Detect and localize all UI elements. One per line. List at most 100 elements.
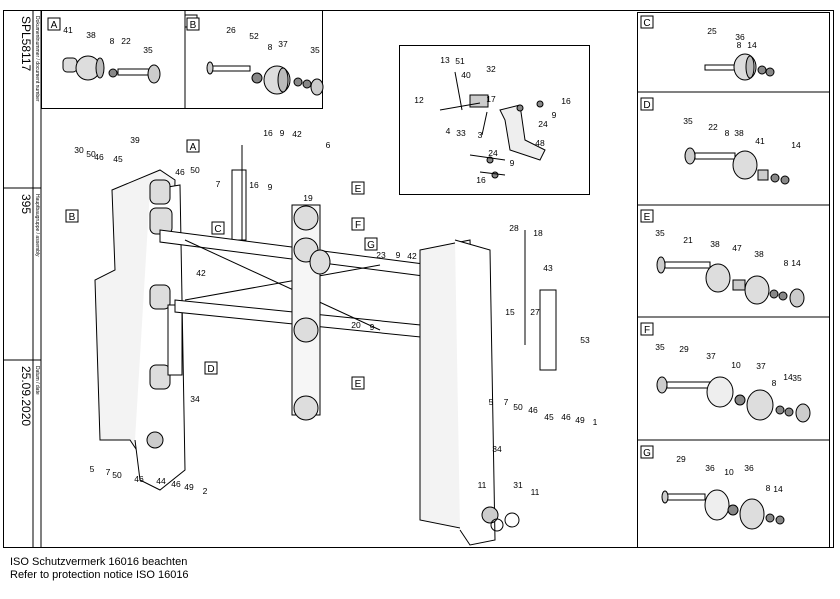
part-number-label: 3 (478, 130, 483, 140)
part-number-label: 14 (791, 258, 801, 268)
part-number-label: 14 (747, 40, 757, 50)
part-number-label: 35 (310, 45, 320, 55)
part-number-label: 35 (683, 116, 693, 126)
part-number-label: 36 (735, 32, 745, 42)
part-number-label: 42 (407, 251, 417, 261)
part-number-label: 8 (766, 483, 771, 493)
part-number-label: 45 (113, 154, 123, 164)
part-number-label: 8 (772, 378, 777, 388)
part-number-label: 14 (791, 140, 801, 150)
part-number-label: 40 (461, 70, 471, 80)
callout-a: A (47, 17, 61, 31)
part-number-label: 16 (249, 180, 259, 190)
callout-letter: G (367, 240, 375, 251)
part-number-label: 46 (171, 479, 181, 489)
part-number-label: 46 (134, 474, 144, 484)
part-number-label: 49 (184, 482, 194, 492)
detail-column-right (637, 12, 830, 548)
part-number-label: 46 (175, 167, 185, 177)
part-number-label: 29 (679, 344, 689, 354)
part-number-label: 35 (655, 228, 665, 238)
part-number-label: 24 (488, 148, 498, 158)
part-number-label: 22 (121, 36, 131, 46)
part-number-label: 31 (513, 480, 523, 490)
document-number-label: Dokumentnummer / document number (34, 16, 40, 102)
drawing-frame (3, 10, 834, 548)
part-number-label: 27 (530, 307, 540, 317)
part-number-label: 50 (86, 149, 96, 159)
part-number-label: 41 (63, 25, 73, 35)
part-number-label: 36 (705, 463, 715, 473)
part-number-label: 23 (376, 250, 386, 260)
part-number-label: 42 (196, 268, 206, 278)
callout-letter: A (190, 142, 197, 153)
part-number-label: 20 (351, 320, 361, 330)
part-number-label: 7 (106, 467, 111, 477)
document-date: 25.09.2020 (19, 366, 33, 426)
callout-letter: C (214, 224, 221, 235)
part-number-label: 8 (784, 258, 789, 268)
assembly-number: 395 (19, 194, 33, 214)
part-number-label: 5 (489, 397, 494, 407)
callout-d: D (204, 361, 218, 375)
part-number-label: 10 (724, 467, 734, 477)
part-number-label: 11 (531, 487, 540, 497)
part-number-label: 8 (725, 128, 730, 138)
callout-letter: G (643, 448, 651, 459)
callout-letter: F (644, 325, 650, 336)
callout-letter: E (644, 212, 651, 223)
part-number-label: 16 (561, 96, 571, 106)
part-number-label: 50 (190, 165, 200, 175)
callout-c: C (640, 15, 654, 29)
part-number-label: 14 (773, 484, 783, 494)
callout-b: B (65, 209, 79, 223)
part-number-label: 52 (249, 31, 259, 41)
document-number: SPL58117 (19, 16, 33, 71)
part-number-label: 38 (86, 30, 96, 40)
part-number-label: 16 (263, 128, 273, 138)
part-number-label: 9 (370, 322, 375, 332)
part-number-label: 10 (731, 360, 741, 370)
part-number-label: 30 (74, 145, 84, 155)
part-number-label: 35 (655, 342, 665, 352)
detail-boxes-top (41, 10, 324, 109)
part-number-label: 39 (130, 135, 140, 145)
part-number-label: 53 (580, 335, 590, 345)
inset-detail (399, 45, 590, 195)
part-number-label: 42 (292, 129, 302, 139)
part-number-label: 8 (737, 40, 742, 50)
date-label: Datum / date (34, 366, 40, 395)
callout-e: E (640, 209, 654, 223)
callout-e: E (351, 376, 365, 390)
part-number-label: 24 (538, 119, 548, 129)
callout-letter: B (69, 212, 76, 223)
assembly-label: Hauptbaugruppe / assembly (34, 194, 40, 257)
callout-letter: C (643, 18, 650, 29)
callout-d: D (640, 97, 654, 111)
part-number-label: 16 (476, 175, 486, 185)
part-number-label: 22 (708, 122, 718, 132)
part-number-label: 46 (528, 405, 538, 415)
part-number-label: 38 (734, 128, 744, 138)
part-number-label: 32 (486, 64, 496, 74)
part-number-label: 17 (486, 94, 496, 104)
part-number-label: 6 (326, 140, 331, 150)
part-number-label: 36 (744, 463, 754, 473)
part-number-label: 37 (756, 361, 766, 371)
callout-c: C (211, 221, 225, 235)
part-number-label: 15 (505, 307, 515, 317)
callout-letter: D (643, 100, 650, 111)
title-block: SPL58117 Dokumentnummer / document numbe… (3, 10, 42, 547)
callout-letter: E (355, 184, 362, 195)
part-number-label: 1 (593, 417, 598, 427)
part-number-label: 51 (455, 56, 465, 66)
part-number-label: 49 (575, 415, 585, 425)
part-number-label: 11 (478, 480, 487, 490)
main-assembly (94, 145, 557, 546)
part-number-label: 28 (509, 223, 519, 233)
callout-letter: E (355, 379, 362, 390)
part-number-label: 48 (535, 138, 545, 148)
part-number-label: 35 (792, 373, 802, 383)
part-number-label: 46 (94, 152, 104, 162)
